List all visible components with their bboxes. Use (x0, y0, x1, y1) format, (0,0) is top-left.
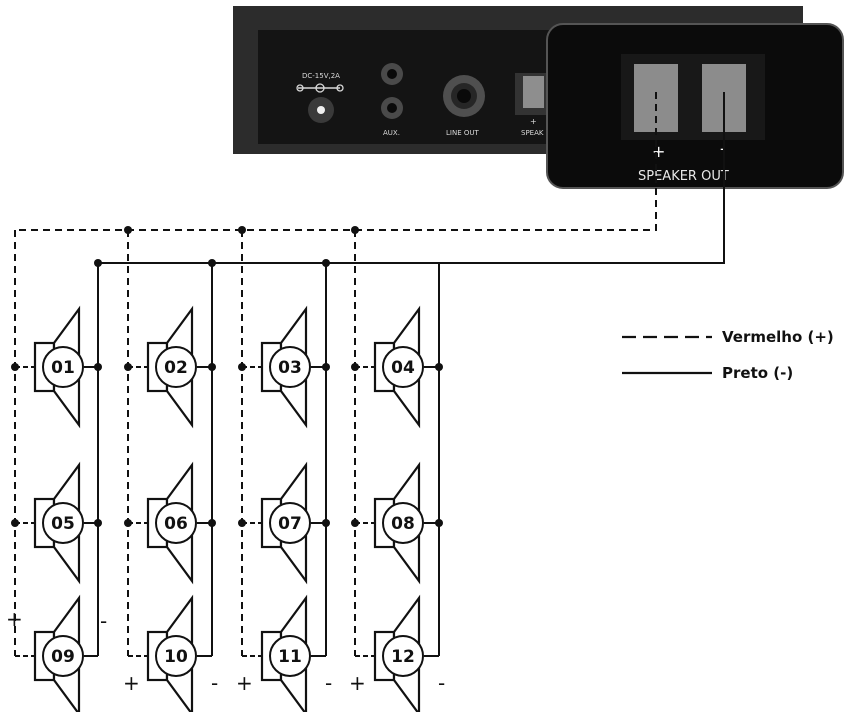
speaker: 12 (373, 594, 424, 712)
speaker-badge (155, 346, 197, 388)
red-bus (15, 92, 657, 231)
speaker: 10 (146, 594, 197, 712)
speaker-label: 09 (51, 647, 75, 667)
speaker-label: 12 (391, 647, 415, 667)
red-node (351, 363, 359, 371)
speaker-badge (42, 502, 84, 544)
black-bus-node-2 (208, 259, 216, 267)
speaker-out-label: SPEAKER OUT (638, 169, 729, 184)
polarity-plus-col2: + (123, 671, 140, 695)
speaker: 08 (373, 461, 424, 585)
speaker: 07 (260, 461, 311, 585)
polarity-minus-col1: - (100, 609, 107, 633)
red-node (11, 363, 19, 371)
red-node (124, 363, 132, 371)
black-bus-node-3 (322, 259, 330, 267)
line-out-jack: LINE OUT (443, 75, 485, 137)
red-bus-node-3 (238, 226, 246, 234)
polarity-minus-col4: - (438, 671, 445, 695)
aux-label: AUX. (383, 129, 400, 137)
black-node (94, 363, 102, 371)
dc-jack: DC-15V,2A (296, 72, 344, 123)
speaker-badge (382, 502, 424, 544)
wires (11, 92, 725, 657)
speaker-label: 10 (164, 647, 188, 667)
polarity-plus-col4: + (349, 671, 366, 695)
speaker: 09 (33, 594, 84, 712)
speaker: 04 (373, 305, 424, 429)
legend-black-label: Preto (-) (722, 364, 793, 382)
panel-speaker-terminal: + SPEAK (515, 73, 551, 137)
black-bus-node-1 (94, 259, 102, 267)
black-node (435, 519, 443, 527)
speaker-label: 07 (278, 514, 302, 534)
speakers: 01 02 03 04 05 06 07 08 09 10 11 12 (33, 305, 424, 712)
polarity-marks: + - + - + - + - (6, 607, 445, 695)
red-node (11, 519, 19, 527)
red-node (351, 519, 359, 527)
black-node (322, 519, 330, 527)
speaker: 05 (33, 461, 84, 585)
polarity-minus-col2: - (211, 671, 218, 695)
panel-speak-plus: + (530, 117, 537, 126)
speaker-label: 06 (164, 514, 188, 534)
speaker-label: 03 (278, 358, 302, 378)
speaker: 11 (260, 594, 311, 712)
black-node (208, 519, 216, 527)
aux-jacks: AUX. (381, 63, 403, 137)
speaker-out-minus: - (720, 139, 726, 158)
line-out-label: LINE OUT (446, 129, 479, 137)
speaker-out-zoom: + - SPEAKER OUT (546, 23, 844, 189)
black-node (94, 519, 102, 527)
speaker-label: 11 (278, 647, 302, 667)
speaker: 06 (146, 461, 197, 585)
polarity-plus-col1: + (6, 607, 23, 631)
speaker-badge (155, 502, 197, 544)
black-node (435, 363, 443, 371)
speaker: 03 (260, 305, 311, 429)
speaker-label: 02 (164, 358, 188, 378)
speaker-label: 08 (391, 514, 415, 534)
legend: Vermelho (+) Preto (-) (622, 328, 834, 382)
speaker-out-plus: + (652, 142, 665, 161)
black-node (322, 363, 330, 371)
speaker-badge (155, 635, 197, 677)
red-bus-node-2 (124, 226, 132, 234)
speaker-label: 04 (391, 358, 415, 378)
speaker: 02 (146, 305, 197, 429)
red-node (124, 519, 132, 527)
speaker-label: 01 (51, 358, 75, 378)
speaker-label: 05 (51, 514, 75, 534)
panel-speak-label: SPEAK (521, 129, 544, 137)
speaker-badge (269, 502, 311, 544)
red-node (238, 363, 246, 371)
speaker-badge (382, 635, 424, 677)
speaker-badge (269, 635, 311, 677)
dc-label: DC-15V,2A (302, 72, 340, 80)
speaker-badge (382, 346, 424, 388)
black-node (208, 363, 216, 371)
speaker: 01 (33, 305, 84, 429)
speaker-badge (269, 346, 311, 388)
speaker-badge (42, 346, 84, 388)
black-bus (98, 92, 725, 264)
legend-red-label: Vermelho (+) (722, 328, 834, 346)
speaker-badge (42, 635, 84, 677)
red-node (238, 519, 246, 527)
polarity-plus-col3: + (236, 671, 253, 695)
polarity-minus-col3: - (325, 671, 332, 695)
red-bus-node-4 (351, 226, 359, 234)
